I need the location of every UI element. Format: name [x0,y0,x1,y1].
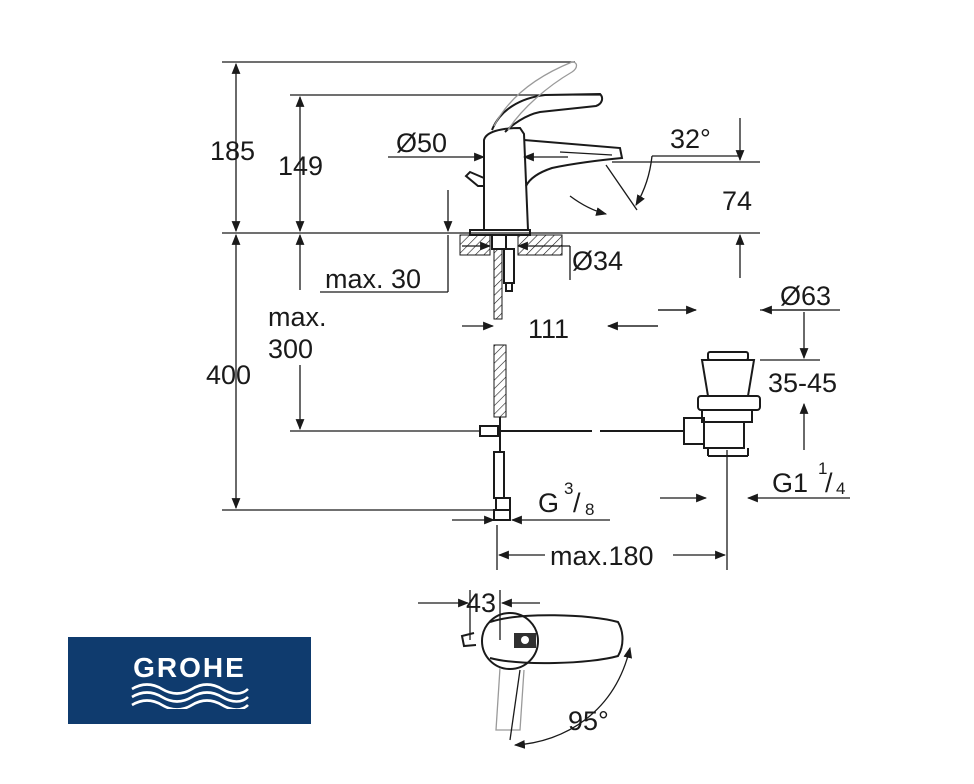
waste-drain [683,351,761,457]
dim-35-45: 35-45 [768,312,837,450]
extension-lines [222,61,820,511]
popup-rod [479,425,684,437]
brand-logo: GROHE [68,637,311,724]
dim-d34-label: Ø34 [572,246,623,276]
dim-max300-line1: max. [268,302,327,332]
dim-max180-label: max.180 [550,541,654,571]
dim-185: 185 [210,62,255,233]
dim-74: 74 [722,118,752,278]
dim-max180: max.180 [496,450,728,571]
dim-g114-num: 1 [818,459,827,478]
dim-d63: Ø63 [658,281,840,315]
faucet-top-view: 43 95° [418,588,633,749]
dim-400-label: 400 [206,360,251,390]
dim-185-label: 185 [210,136,255,166]
dim-149: 149 [278,95,323,233]
brand-logo-text: GROHE [133,651,246,683]
dim-angle95-label: 95° [568,706,609,736]
dim-d50: Ø50 [388,128,568,162]
dim-g114-base: G1 [772,468,808,498]
waves-icon [130,682,249,709]
dim-111-label: 111 [528,314,569,344]
dim-g38: G 3 / 8 [452,479,610,525]
faucet-side-view [464,61,624,236]
dim-g114-slash: / [825,468,833,498]
dim-max30: max. 30 [320,190,453,294]
dim-max30-label: max. 30 [325,264,421,294]
dim-400: 400 [206,233,251,510]
dim-angle32: 32° [569,124,740,216]
dim-d63-label: Ø63 [780,281,831,311]
countertop [459,234,563,256]
dim-max300: max. 300 [268,233,327,431]
dim-35-45-label: 35-45 [768,368,837,398]
dim-g38-num: 3 [564,479,573,498]
dim-g38-base: G [538,488,559,518]
dim-max300-line2: 300 [268,334,313,364]
dim-149-label: 149 [278,151,323,181]
dim-g38-slash: / [573,488,581,518]
dim-43-label: 43 [466,588,496,618]
dim-g38-den: 8 [585,500,594,519]
supply-hoses [491,234,515,521]
dim-74-label: 74 [722,186,752,216]
dim-angle32-label: 32° [670,124,711,154]
dim-g114: G1 1 / 4 [660,459,850,503]
dim-d50-label: Ø50 [396,128,447,158]
dim-g114-den: 4 [836,479,845,498]
